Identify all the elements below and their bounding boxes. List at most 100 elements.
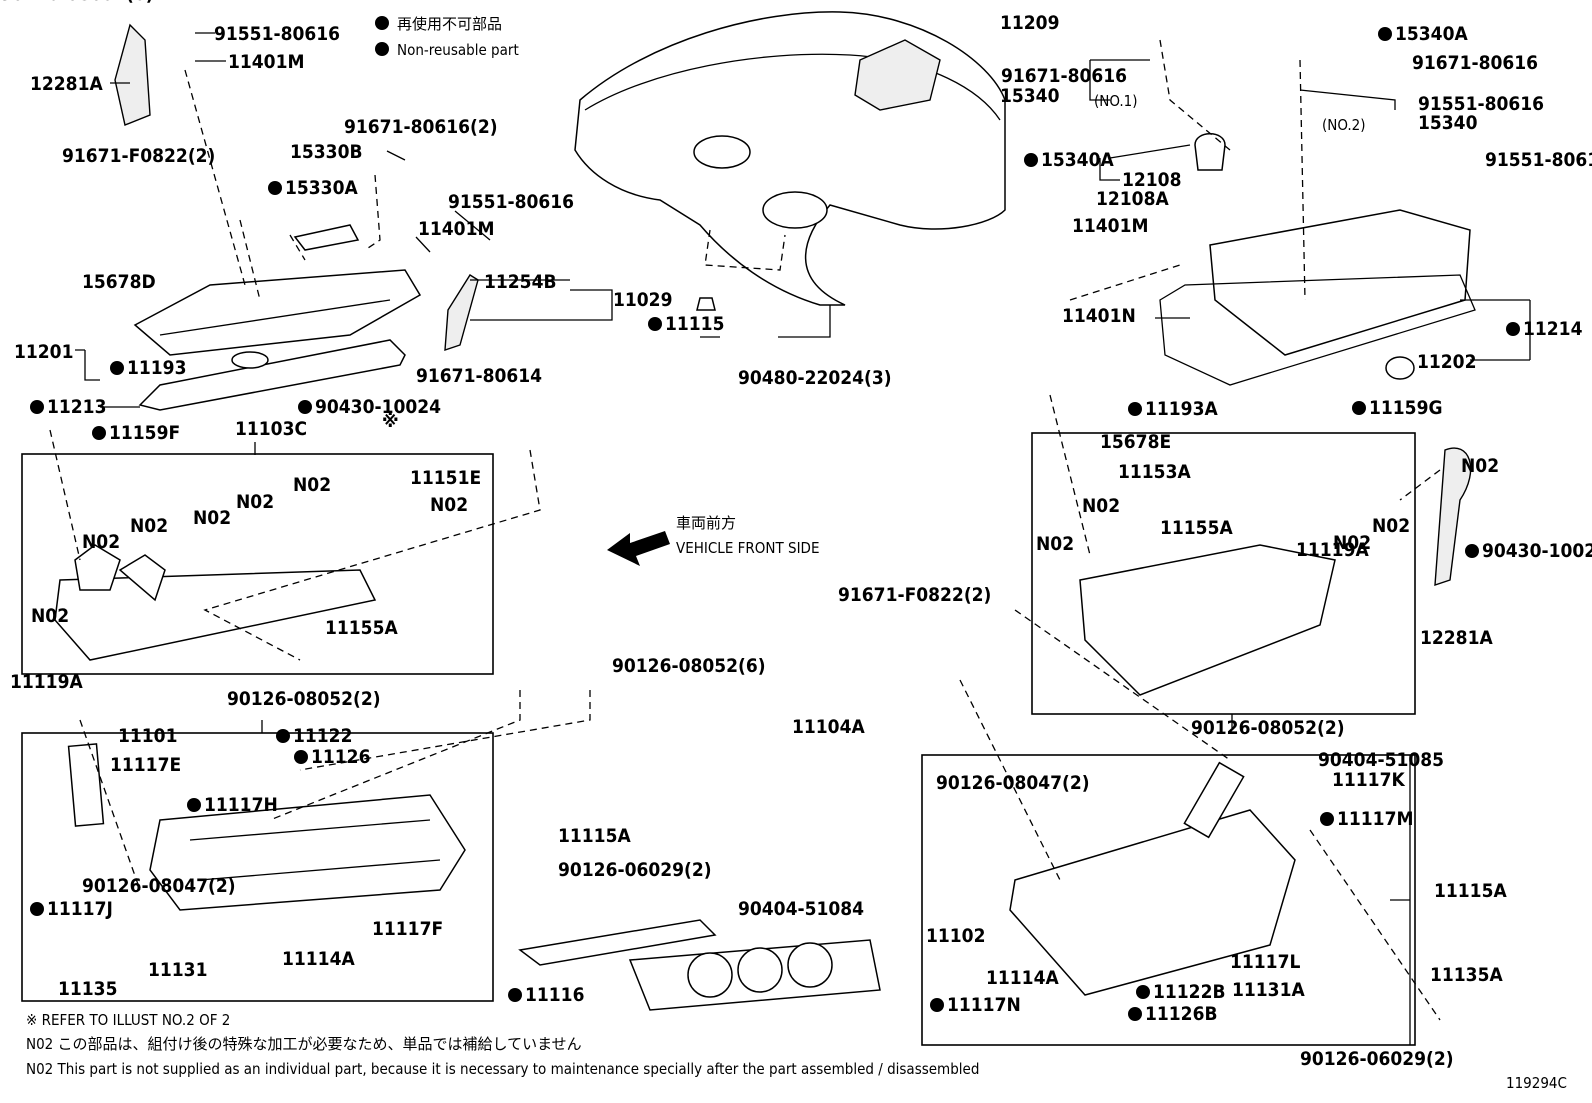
callout-label: ※ <box>382 410 399 432</box>
callout-15330b: 15330B <box>290 141 363 163</box>
callout-label: 90126-06029(2) <box>558 859 712 881</box>
callout-11159g: 11159G <box>1352 397 1443 419</box>
nonreusable-dot-icon <box>294 750 308 764</box>
callout-11151e: 11151E <box>410 467 481 489</box>
callout-label: N02 <box>1372 515 1410 537</box>
callout-label: N02 <box>130 515 168 537</box>
callout-11135: 11135 <box>58 978 117 1000</box>
callout-n02: N02 <box>1333 532 1371 554</box>
callout-label: 11117F <box>372 918 443 940</box>
callout-11116: 11116 <box>508 984 584 1006</box>
callout-11117k: 11117K <box>1332 769 1405 791</box>
callout-label: 11117L <box>1230 951 1300 973</box>
callout-label: 11101 <box>118 725 177 747</box>
vehicle-front-indicator: 車両前方 VEHICLE FRONT SIDE <box>607 514 819 566</box>
callout-91551-80616: 91551-80616 <box>1485 149 1592 171</box>
arrow-left-icon <box>607 531 670 566</box>
callout-label: 11102 <box>926 925 985 947</box>
nonreusable-dot-icon <box>110 361 124 375</box>
nonreusable-dot-icon <box>1128 1007 1142 1021</box>
callout-label: 11126 <box>311 746 370 768</box>
callout-15340a: 15340A <box>1024 149 1114 171</box>
callout-n02: N02 <box>1082 495 1120 517</box>
callout-label: 11114A <box>986 967 1059 989</box>
n02-note-en: N02 This part is not supplied as an indi… <box>26 1060 979 1078</box>
callout-label: 11135 <box>58 978 117 1000</box>
callout-90430-10024: 90430-10024 <box>1465 540 1592 562</box>
callout-11153a: 11153A <box>1118 461 1191 483</box>
callout-90126-08052-6-: 90126-08052(6) <box>0 0 154 5</box>
callout-label: 90126-08052(6) <box>0 0 154 5</box>
callout-n02: N02 <box>293 474 331 496</box>
callout-label: 11117E <box>110 754 181 776</box>
callout-12108: 12108 <box>1122 169 1181 191</box>
callout-label: 90404-51085 <box>1318 749 1444 771</box>
callout-90126-08052-2-: 90126-08052(2) <box>227 688 381 710</box>
callout-15678e: 15678E <box>1100 431 1171 453</box>
right-components-illustration <box>1009 133 1476 996</box>
callout-n02: N02 <box>193 507 231 529</box>
callout-label: 11201 <box>14 341 73 363</box>
callout-label: 11401M <box>1072 215 1148 237</box>
callout-label: 15340A <box>1041 149 1114 171</box>
callout-11401m: 11401M <box>1072 215 1148 237</box>
callout-label: 91671-80616 <box>1001 65 1127 87</box>
callout-label: 15340 <box>1418 112 1478 134</box>
callout-11155a: 11155A <box>1160 517 1233 539</box>
callout-label: N02 <box>31 605 69 627</box>
callout-11401n: 11401N <box>1062 305 1136 327</box>
callout-label: 12281A <box>30 73 103 95</box>
leader-lines <box>75 32 1531 1045</box>
callout-label: N02 <box>293 474 331 496</box>
callout-11135a: 11135A <box>1430 964 1503 986</box>
callout-12281a: 12281A <box>1420 627 1493 649</box>
callout-label: 11104A <box>792 716 865 738</box>
callout-label: 11103C <box>235 418 307 440</box>
callout-label: 11117M <box>1337 808 1413 830</box>
nonreusable-dot-icon <box>508 988 522 1002</box>
illustration-id: 119294C <box>1506 1074 1567 1092</box>
callout-label: 11209 <box>1000 12 1059 34</box>
callout-label: 90480-22024(3) <box>738 367 892 389</box>
callout-label: N02 <box>1333 532 1371 554</box>
callout-91671-f0822-2-: 91671-F0822(2) <box>838 584 991 606</box>
callout-n02: N02 <box>1372 515 1410 537</box>
callout-label: 91551-80616 <box>1485 149 1592 171</box>
callout-11117n: 11117N <box>930 994 1021 1016</box>
callout-15340: 15340 <box>1000 85 1060 107</box>
nonreusable-dot-icon <box>375 16 389 30</box>
callout-11126: 11126 <box>294 746 370 768</box>
callout-label: 91671-80616(2) <box>344 116 498 138</box>
callout-label: 91671-80616 <box>1412 52 1538 74</box>
callout-label: 12108 <box>1122 169 1181 191</box>
callout-11029: 11029 <box>613 289 672 311</box>
callout-11114a: 11114A <box>282 948 355 970</box>
callout-label: 11254B <box>484 271 557 293</box>
callout-90480-22024-3-: 90480-22024(3) <box>738 367 892 389</box>
refer-note: ※ REFER TO ILLUST NO.2 OF 2 <box>26 1011 230 1029</box>
callout-label: 90126-08047(2) <box>82 875 236 897</box>
callout-n02: N02 <box>82 531 120 553</box>
callout--no-1-: (NO.1) <box>1094 92 1138 110</box>
nonreusable-dot-icon <box>1024 153 1038 167</box>
callout-label: 91551-80616 <box>214 23 340 45</box>
nonreusable-dot-icon <box>375 42 389 56</box>
nonreusable-dot-icon <box>1136 985 1150 999</box>
callout-label: 15340A <box>1395 23 1468 45</box>
callout-91671-80616: 91671-80616 <box>1001 65 1127 87</box>
legend: 再使用不可部品 Non-reusable part <box>375 15 519 59</box>
callout-label: 90126-08052(2) <box>1191 717 1345 739</box>
callout-label: N02 <box>430 494 468 516</box>
callout-11401m: 11401M <box>418 218 494 240</box>
frame-11104a <box>1031 432 1416 715</box>
callout-label: N02 <box>1461 455 1499 477</box>
callout-90126-06029-2-: 90126-06029(2) <box>1300 1048 1454 1070</box>
callout-label: 11155A <box>1160 517 1233 539</box>
callout-11201: 11201 <box>14 341 73 363</box>
callout-label: 11122 <box>293 725 352 747</box>
callout-label: 12108A <box>1096 188 1169 210</box>
callout-label: 90430-10024 <box>1482 540 1592 562</box>
callout-11104a: 11104A <box>792 716 865 738</box>
callout-label: N02 <box>82 531 120 553</box>
callout-91671-80614: 91671-80614 <box>416 365 542 387</box>
